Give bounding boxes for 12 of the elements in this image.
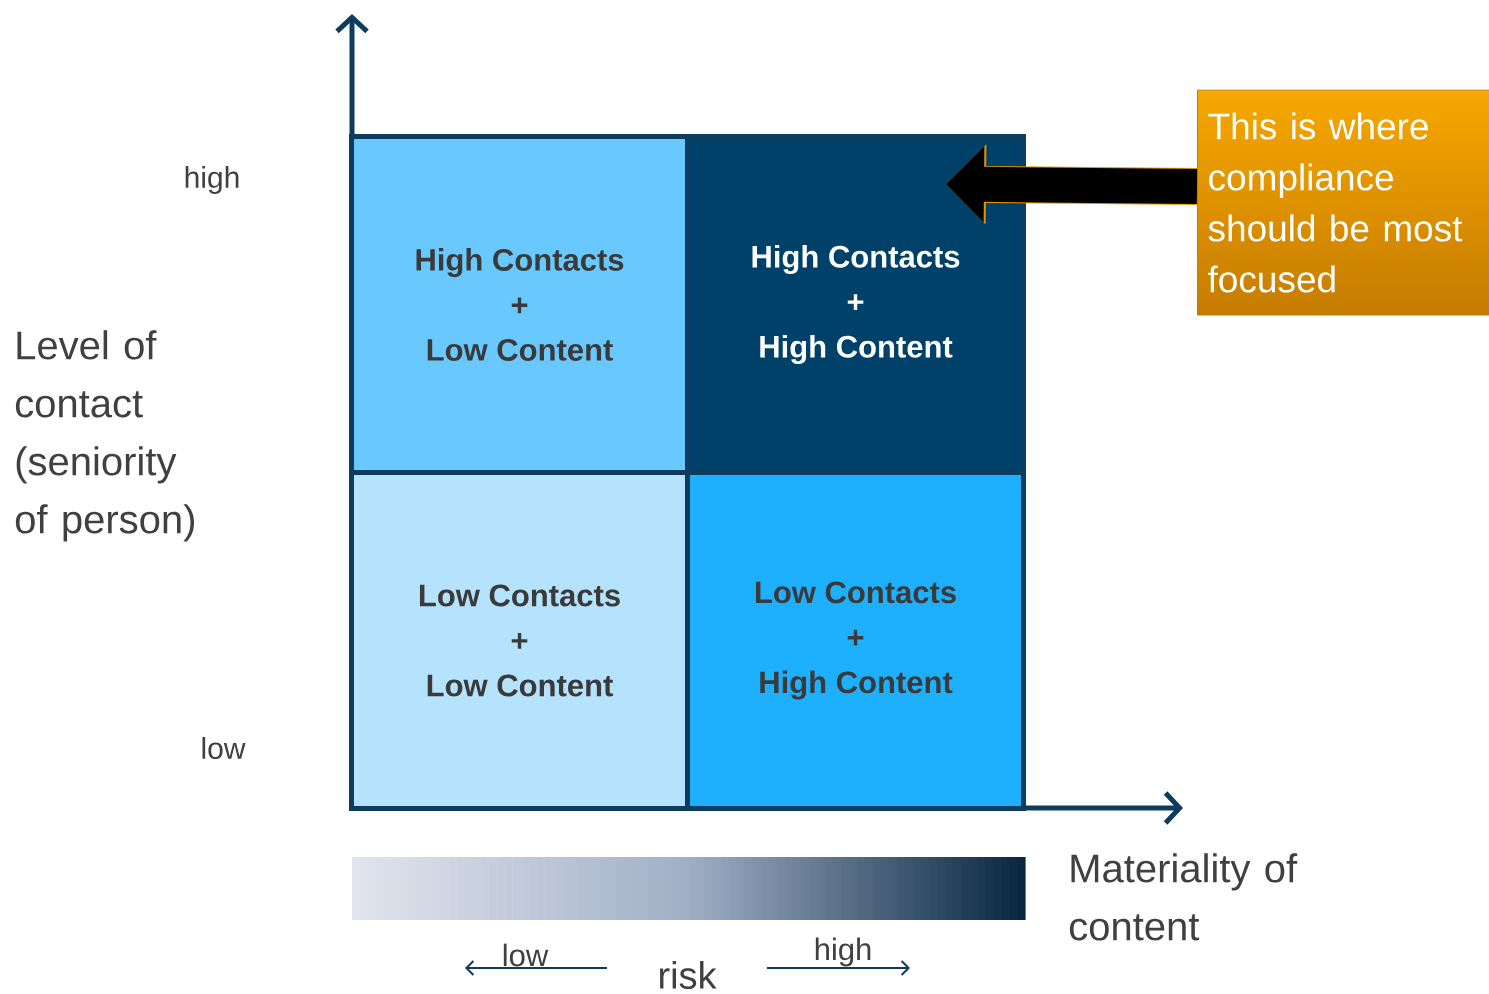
tick-label: low (202, 737, 246, 760)
scale-label: risk (660, 961, 717, 989)
scale-label: high (815, 937, 871, 967)
quadrant-box: Low Contacts + High Content (685, 470, 1026, 811)
scale-label: low (503, 943, 549, 967)
axis-title: Materiality of content (1069, 853, 1298, 941)
tick-label: high (185, 166, 239, 194)
quadrant-box: High Contacts + High Content (685, 134, 1026, 475)
quadrant-box: High Contacts + Low Content (349, 134, 690, 475)
quadrant-box: Low Contacts + Low Content (349, 470, 690, 811)
callout-box: This is where compliance should be most focused (1197, 89, 1489, 316)
axis-title: Level of contact (seniority of person) (15, 330, 194, 542)
